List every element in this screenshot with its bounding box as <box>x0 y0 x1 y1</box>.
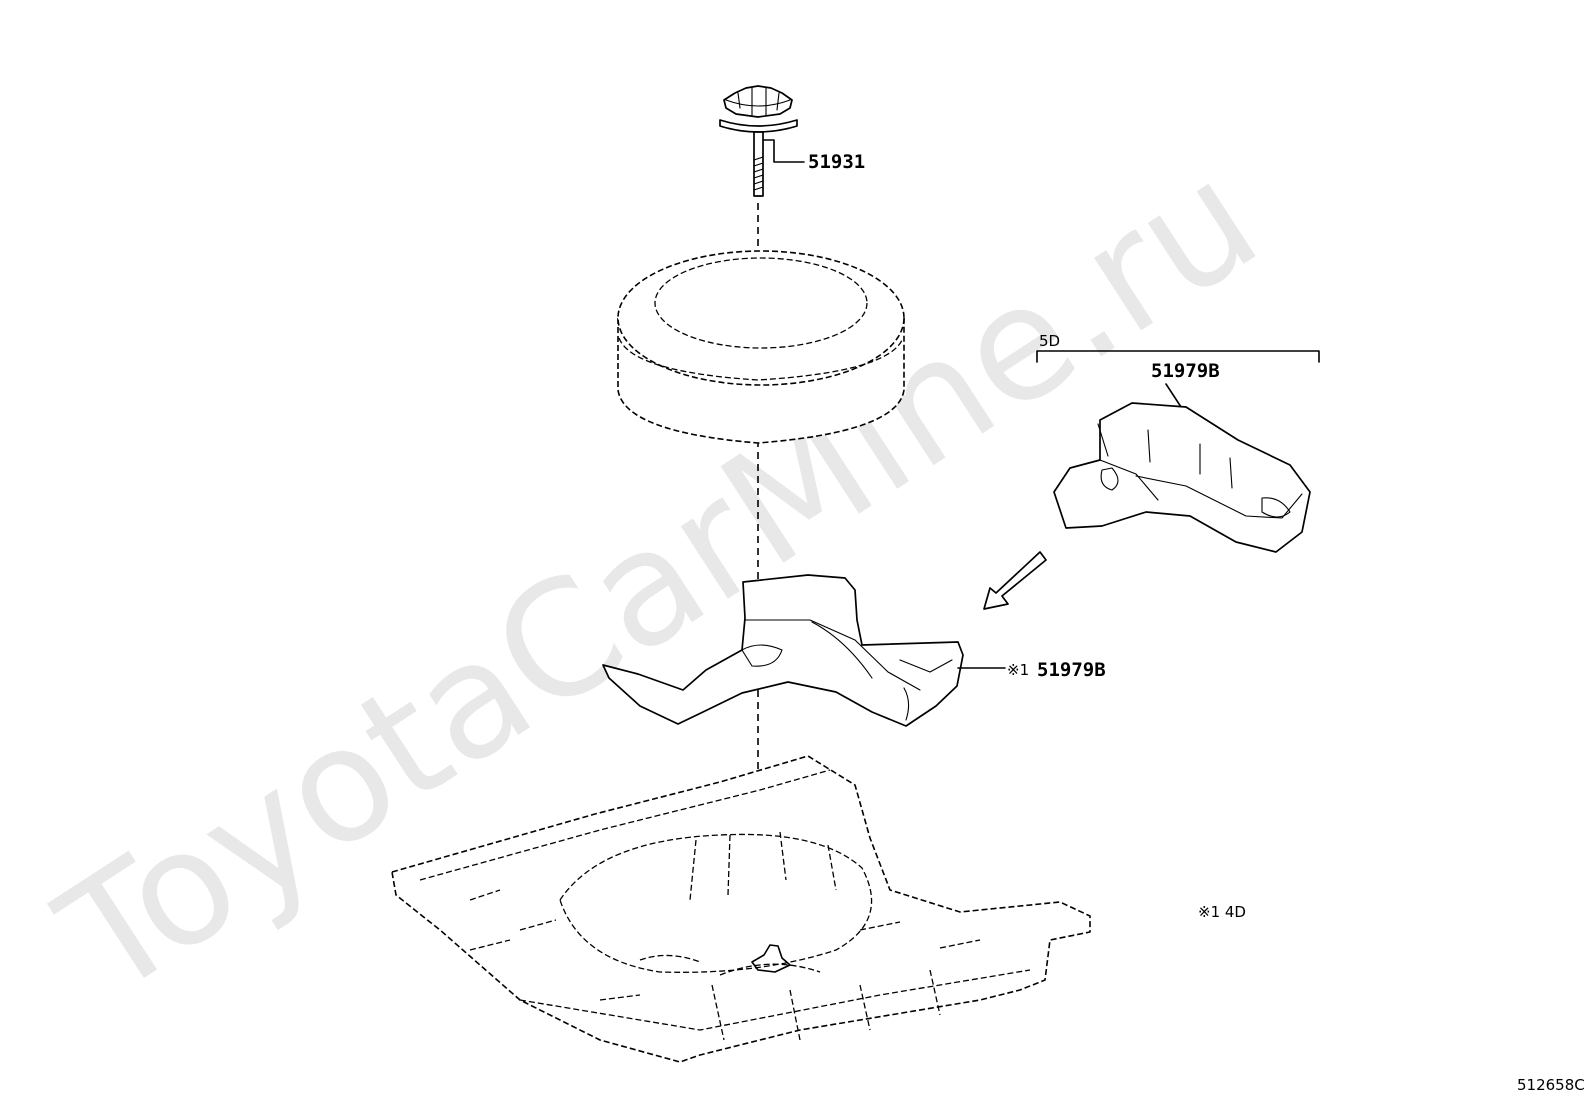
5d-part-number[interactable]: 51979B <box>1151 360 1220 382</box>
5d-variant-label: 5D <box>1039 332 1060 350</box>
4d-part-number[interactable]: 51979B <box>1037 659 1106 681</box>
rear-floor-pan <box>391 755 1091 1063</box>
4d-floor-extension[interactable] <box>602 574 964 727</box>
5d-floor-extension[interactable] <box>1053 402 1311 553</box>
5d-bracket <box>1036 350 1320 363</box>
direction-arrow <box>983 551 1047 610</box>
bolt-leader-line <box>763 139 805 163</box>
5d-leader-line <box>1165 383 1184 411</box>
note-mark: ※1 <box>1007 661 1029 679</box>
spare-tire[interactable] <box>617 250 905 444</box>
bolt-part-number[interactable]: 51931 <box>808 151 865 173</box>
diagram-reference-code: 512658C <box>1517 1076 1585 1094</box>
footnote: ※1 4D <box>1198 903 1246 921</box>
spare-wheel-bolt[interactable] <box>719 85 798 197</box>
